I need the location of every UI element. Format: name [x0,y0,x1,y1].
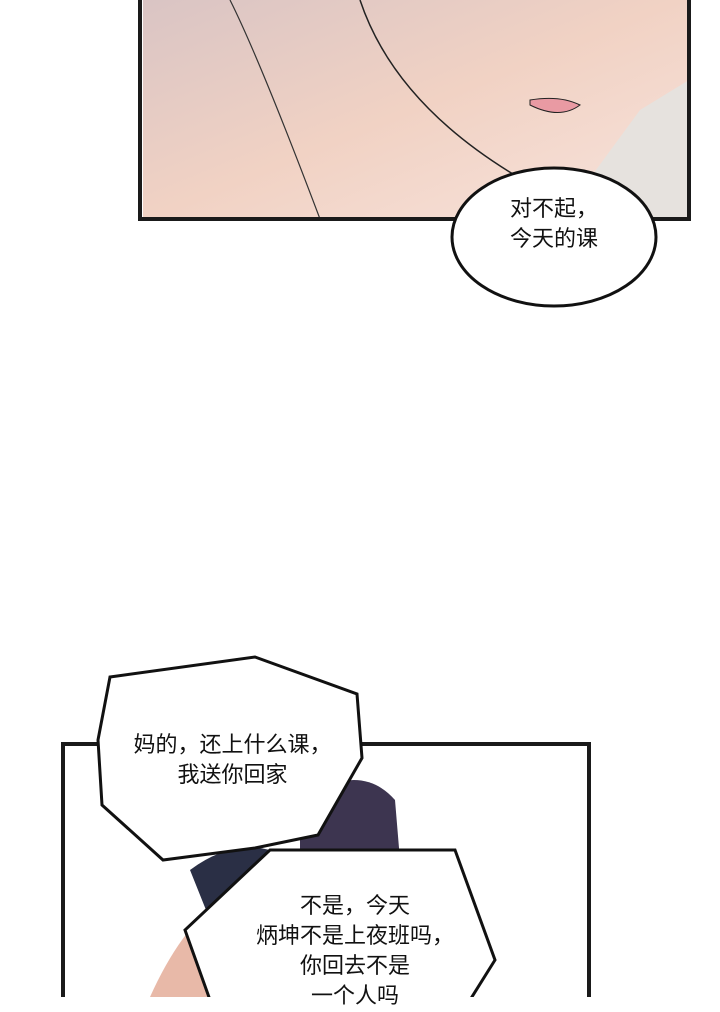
speech-bubble-angry [96,655,364,862]
text-line: 炳坤不是上夜班吗， [255,924,454,949]
text-line: 我送你回家 [177,763,288,788]
panel-1 [138,0,691,221]
speech-bubble-question [183,848,497,997]
bubble-angry-text: 妈的，还上什么课， 我送你回家 [110,731,355,791]
bubble-apology-text: 对不起， 今天的课 [454,195,654,255]
text-line: 不是，今天 [299,894,410,919]
text-line: 妈的，还上什么课， [133,733,332,758]
speech-bubble-apology [450,166,658,308]
text-line: 对不起， [509,197,598,222]
text-line: 今天的课 [509,227,598,252]
bubble-question-text: 不是，今天 炳坤不是上夜班吗， 你回去不是 一个人吗 [225,892,485,1012]
text-line: 你回去不是 [299,954,410,979]
text-line: 一个人吗 [310,984,399,1009]
